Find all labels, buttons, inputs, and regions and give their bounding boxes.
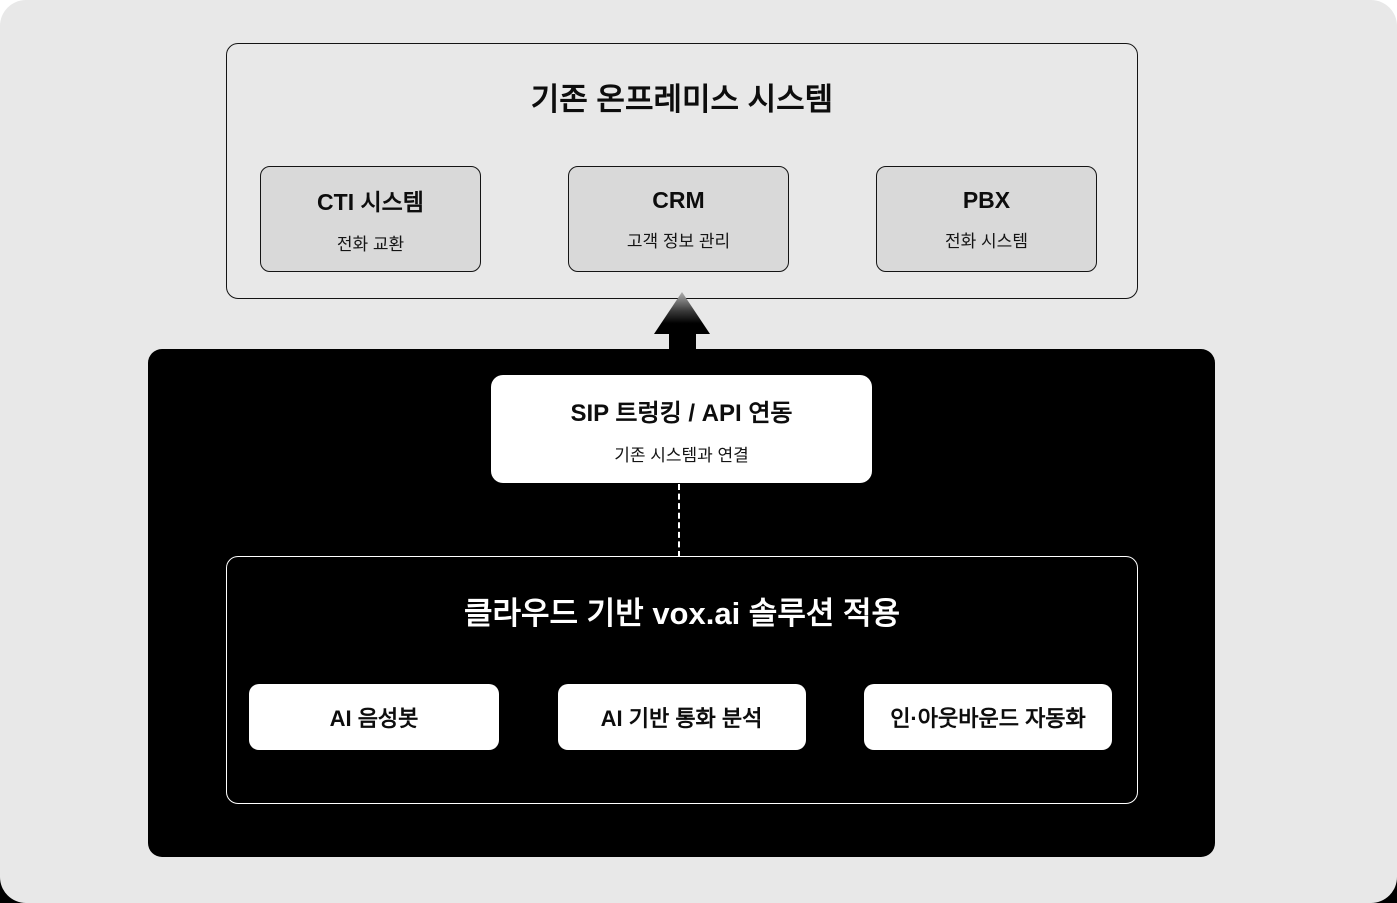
system-box-cti: CTI 시스템 전화 교환 bbox=[260, 166, 481, 272]
system-box-pbx: PBX 전화 시스템 bbox=[876, 166, 1097, 272]
system-box-title: CTI 시스템 bbox=[317, 189, 424, 215]
on-premise-panel-title: 기존 온프레미스 시스템 bbox=[530, 82, 834, 117]
sip-api-connector-subtitle: 기존 시스템과 연결 bbox=[614, 445, 749, 465]
voxai-solution-panel: 클라우드 기반 vox.ai 솔루션 적용 AI 음성봇 AI 기반 통화 분석… bbox=[226, 556, 1138, 804]
up-arrow-shaft bbox=[669, 332, 696, 352]
system-box-subtitle: 고객 정보 관리 bbox=[626, 231, 731, 251]
system-box-title: CRM bbox=[652, 186, 705, 213]
dashed-connector-line bbox=[678, 484, 680, 557]
system-box-crm: CRM 고객 정보 관리 bbox=[568, 166, 789, 272]
feature-box-ai-voicebot: AI 음성봇 bbox=[249, 684, 499, 750]
sip-api-connector-title: SIP 트렁킹 / API 연동 bbox=[570, 399, 793, 427]
feature-label: AI 기반 통화 분석 bbox=[600, 706, 763, 731]
on-premise-panel: 기존 온프레미스 시스템 CTI 시스템 전화 교환 CRM 고객 정보 관리 … bbox=[226, 43, 1138, 299]
voxai-features-row: AI 음성봇 AI 기반 통화 분석 인·아웃바운드 자동화 bbox=[249, 684, 1112, 750]
feature-box-ai-call-analysis: AI 기반 통화 분석 bbox=[557, 684, 806, 750]
sip-api-connector-box: SIP 트렁킹 / API 연동 기존 시스템과 연결 bbox=[491, 375, 872, 483]
system-box-title: PBX bbox=[962, 186, 1011, 213]
system-box-subtitle: 전화 교환 bbox=[336, 235, 405, 254]
feature-box-inbound-outbound-automation: 인·아웃바운드 자동화 bbox=[864, 684, 1112, 750]
voxai-solution-title: 클라우드 기반 vox.ai 솔루션 적용 bbox=[463, 596, 901, 631]
on-premise-systems-row: CTI 시스템 전화 교환 CRM 고객 정보 관리 PBX 전화 시스템 bbox=[260, 166, 1097, 272]
feature-label: 인·아웃바운드 자동화 bbox=[890, 706, 1086, 731]
system-box-subtitle: 전화 시스템 bbox=[945, 231, 1028, 251]
feature-label: AI 음성봇 bbox=[329, 706, 419, 731]
